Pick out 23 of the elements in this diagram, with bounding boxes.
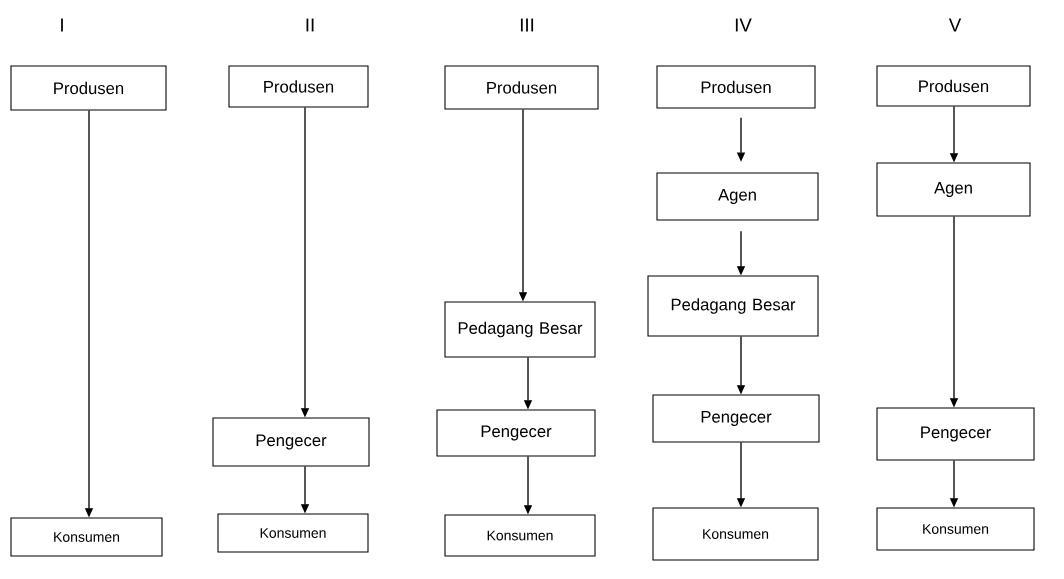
column-numeral: II [306, 18, 314, 32]
flow-box: Agen [876, 162, 1031, 217]
flow-box: Produsen [656, 65, 816, 109]
flow-box: Pengecer [652, 394, 820, 443]
flow-box: Konsumen [217, 513, 369, 553]
flow-box: Produsen [876, 65, 1031, 107]
flow-box: Produsen [10, 65, 167, 111]
column-numeral: V [948, 18, 962, 32]
flow-box: Pedagang Besar [444, 301, 596, 358]
column-numeral: III [520, 18, 534, 32]
flow-box: Agen [656, 172, 819, 221]
flow-box: Produsen [228, 65, 369, 108]
flow-box: Konsumen [876, 507, 1035, 551]
flow-box: Konsumen [444, 514, 596, 557]
flow-box: Konsumen [652, 507, 819, 561]
flow-box: Konsumen [10, 517, 163, 557]
flow-box: Pengecer [212, 417, 370, 467]
column-numeral: IV [735, 18, 752, 32]
flow-box: Pengecer [876, 407, 1035, 461]
flow-box: Pedagang Besar [647, 275, 819, 337]
flow-box: Pengecer [436, 409, 596, 457]
column-numeral: I [61, 18, 63, 32]
flow-box: Produsen [444, 65, 599, 110]
